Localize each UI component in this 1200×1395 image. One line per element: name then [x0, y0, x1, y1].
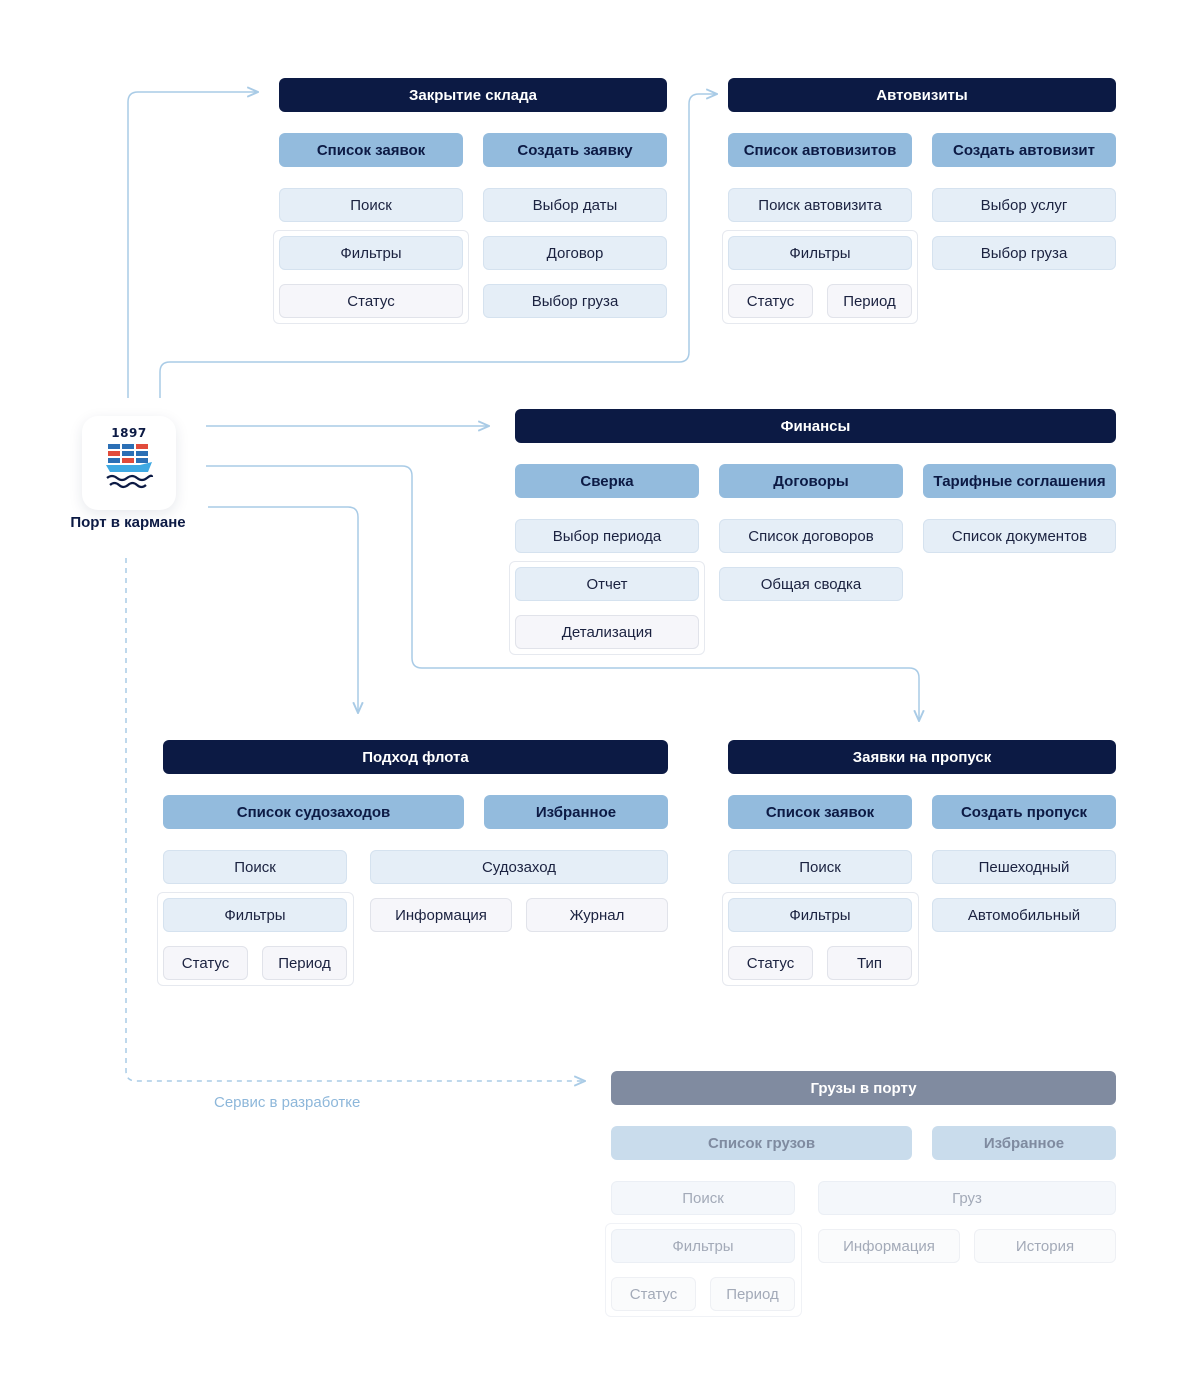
pass-vehicle[interactable]: Автомобильный — [932, 898, 1116, 932]
pass-status-filter[interactable]: Статус — [728, 946, 813, 980]
avto-search[interactable]: Поиск автовизита — [728, 188, 912, 222]
logo-year: 1897 — [111, 426, 147, 440]
avto-status-filter[interactable]: Статус — [728, 284, 813, 318]
sklad-contract[interactable]: Договор — [483, 236, 667, 270]
pass-type-filter[interactable]: Тип — [827, 946, 912, 980]
sklad-list-button[interactable]: Список заявок — [279, 133, 463, 167]
finance-summary[interactable]: Общая сводка — [719, 567, 903, 601]
cargo-history: История — [974, 1229, 1116, 1263]
connector-sklad — [127, 92, 258, 398]
fleet-call[interactable]: Судозаход — [370, 850, 668, 884]
module-fleet-title[interactable]: Подход флота — [163, 740, 668, 774]
cargo-period-filter: Период — [710, 1277, 795, 1311]
fleet-call-info[interactable]: Информация — [370, 898, 512, 932]
fleet-status-filter[interactable]: Статус — [163, 946, 248, 980]
sklad-status-filter[interactable]: Статус — [279, 284, 463, 318]
avto-cargo-select[interactable]: Выбор груза — [932, 236, 1116, 270]
avto-period-filter[interactable]: Период — [827, 284, 912, 318]
fleet-period-filter[interactable]: Период — [262, 946, 347, 980]
sklad-date-select[interactable]: Выбор даты — [483, 188, 667, 222]
finance-documents[interactable]: Список документов — [923, 519, 1116, 553]
fleet-favorites-button[interactable]: Избранное — [484, 795, 668, 829]
cargo-status-filter: Статус — [611, 1277, 696, 1311]
finance-report[interactable]: Отчет — [515, 567, 699, 601]
fleet-list-button[interactable]: Список судозаходов — [163, 795, 464, 829]
finance-contract-list[interactable]: Список договоров — [719, 519, 903, 553]
module-finance-title[interactable]: Финансы — [515, 409, 1116, 443]
avto-services-select[interactable]: Выбор услуг — [932, 188, 1116, 222]
finance-detail[interactable]: Детализация — [515, 615, 699, 649]
pass-create-button[interactable]: Создать пропуск — [932, 795, 1116, 829]
fleet-call-journal[interactable]: Журнал — [526, 898, 668, 932]
cargo-filters: Фильтры — [611, 1229, 795, 1263]
module-sklad-title[interactable]: Закрытие склада — [279, 78, 667, 112]
finance-tariffs-button[interactable]: Тарифные соглашения — [923, 464, 1116, 498]
fleet-search[interactable]: Поиск — [163, 850, 347, 884]
finance-reconcile-button[interactable]: Сверка — [515, 464, 699, 498]
sklad-search[interactable]: Поиск — [279, 188, 463, 222]
pass-list-button[interactable]: Список заявок — [728, 795, 912, 829]
module-cargo-title: Грузы в порту — [611, 1071, 1116, 1105]
cargo-item: Груз — [818, 1181, 1116, 1215]
avto-list-button[interactable]: Список автовизитов — [728, 133, 912, 167]
module-pass-title[interactable]: Заявки на пропуск — [728, 740, 1116, 774]
app-logo: 1897 — [82, 416, 176, 510]
in-development-label: Сервис в разработке — [214, 1094, 361, 1111]
app-name: Порт в кармане — [70, 514, 186, 531]
port-ship-icon — [106, 444, 154, 489]
sklad-cargo-select[interactable]: Выбор груза — [483, 284, 667, 318]
cargo-info: Информация — [818, 1229, 960, 1263]
connector-fleet — [208, 506, 358, 713]
module-avto-title[interactable]: Автовизиты — [728, 78, 1116, 112]
avto-create-button[interactable]: Создать автовизит — [932, 133, 1116, 167]
cargo-search: Поиск — [611, 1181, 795, 1215]
pass-search[interactable]: Поиск — [728, 850, 912, 884]
sklad-filters[interactable]: Фильтры — [279, 236, 463, 270]
sklad-create-button[interactable]: Создать заявку — [483, 133, 667, 167]
fleet-filters[interactable]: Фильтры — [163, 898, 347, 932]
finance-period-select[interactable]: Выбор периода — [515, 519, 699, 553]
pass-pedestrian[interactable]: Пешеходный — [932, 850, 1116, 884]
cargo-favorites-button: Избранное — [932, 1126, 1116, 1160]
pass-filters[interactable]: Фильтры — [728, 898, 912, 932]
avto-filters[interactable]: Фильтры — [728, 236, 912, 270]
cargo-list-button: Список грузов — [611, 1126, 912, 1160]
finance-contracts-button[interactable]: Договоры — [719, 464, 903, 498]
